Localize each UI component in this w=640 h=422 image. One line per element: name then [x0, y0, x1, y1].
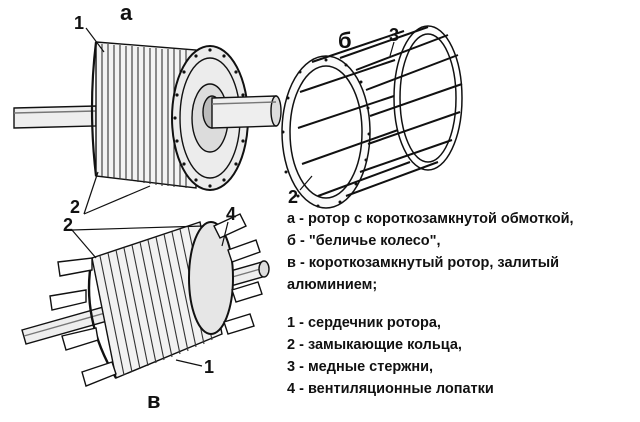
- legend-description-b: б - "беличье колесо",: [287, 233, 441, 249]
- legend-description-v: в - короткозамкнутый ротор, залитый: [287, 255, 560, 271]
- label-2-rotor-a: 2: [70, 197, 81, 217]
- legend-part-2: 2 - замыкающие кольца,: [287, 337, 462, 353]
- rotor-a-drawing: [13, 41, 282, 191]
- label-1-rotor-a: 1: [74, 13, 85, 33]
- label-letter-a: а: [120, 0, 133, 25]
- label-3-cage: 3: [389, 25, 400, 45]
- legend-part-4: 4 - вентиляционные лопатки: [287, 381, 494, 397]
- legend-part-1: 1 - сердечник ротора,: [287, 315, 441, 331]
- leader-lines: [71, 27, 395, 367]
- label-4-rotor-v: 4: [226, 204, 237, 224]
- label-2-rotor-v: 2: [63, 215, 74, 235]
- rotor-v-drawing: [21, 213, 270, 387]
- label-1-rotor-v: 1: [204, 357, 215, 377]
- legend-description-a: а - ротор с короткозамкнутой обмоткой,: [287, 211, 574, 227]
- squirrel-cage-drawing: [281, 25, 463, 209]
- label-letter-v: в: [147, 388, 161, 413]
- legend-description-v-cont: алюминием;: [287, 277, 378, 293]
- legend: а - ротор с короткозамкнутой обмоткой, б…: [287, 208, 637, 400]
- label-letter-b: б: [338, 28, 352, 53]
- legend-part-3: 3 - медные стержни,: [287, 359, 434, 375]
- legend-spacer: [287, 296, 637, 312]
- label-2-cage: 2: [288, 187, 299, 207]
